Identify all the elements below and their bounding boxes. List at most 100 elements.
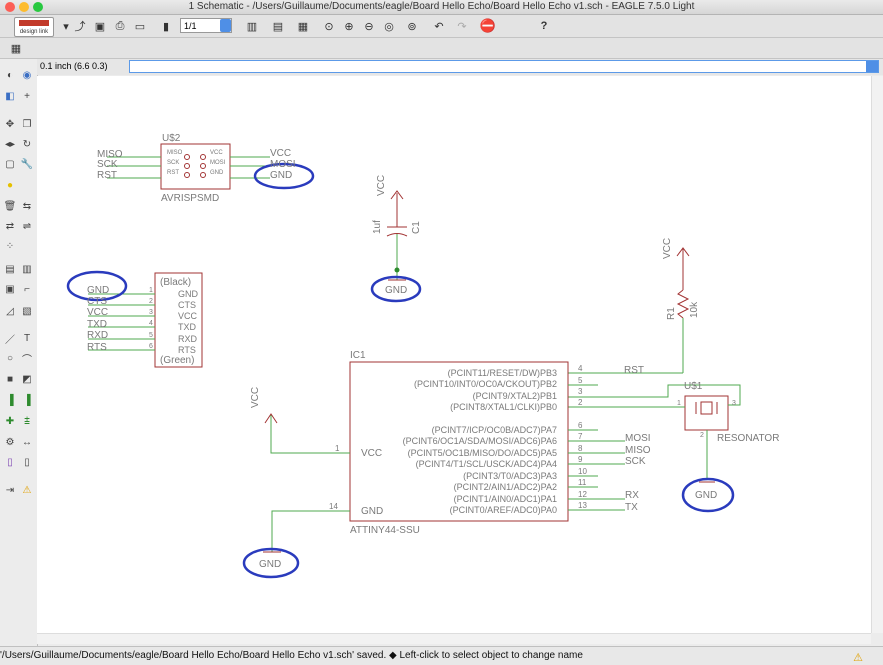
isp-part-name[interactable]: U$2 [162, 133, 181, 144]
ic-name[interactable]: IC1 [350, 350, 366, 361]
polygon-icon[interactable]: ◩ [22, 373, 32, 385]
open-icon[interactable]: ⤴ [74, 21, 86, 33]
script-icon[interactable]: ▦ [297, 20, 309, 33]
undo-icon[interactable]: ↶ [434, 20, 444, 33]
net-label-gnd[interactable]: GND [270, 170, 292, 181]
net-label-gnd[interactable]: GND [87, 285, 109, 296]
mark-icon[interactable]: + [24, 90, 30, 102]
net-label-miso[interactable]: MISO [97, 149, 123, 160]
resonator-value[interactable]: RESONATOR [717, 433, 779, 444]
resonator-body[interactable] [684, 395, 729, 431]
split-icon[interactable]: ◿ [6, 305, 14, 317]
circle-icon[interactable]: ○ [6, 352, 14, 364]
ic-value[interactable]: ATTINY44-SSU [350, 525, 420, 536]
net-label-txd[interactable]: TXD [87, 319, 107, 330]
miter-icon[interactable]: ⌐ [24, 283, 30, 295]
net-wire[interactable] [271, 510, 350, 552]
design-link-logo[interactable]: design link [14, 17, 54, 37]
warning-icon[interactable]: ⚠ [22, 484, 32, 496]
grid-icon[interactable]: ▦ [10, 42, 22, 55]
net-label-sck[interactable]: SCK [97, 159, 118, 170]
board-icon[interactable]: ▤ [272, 20, 284, 33]
gnd-net-label[interactable]: GND [259, 559, 281, 570]
horizontal-scrollbar[interactable] [37, 633, 871, 644]
gnd-net-label[interactable]: GND [695, 490, 717, 501]
stop-icon[interactable]: ⛔ [479, 18, 497, 33]
page-select[interactable]: 1/1 [180, 18, 232, 33]
replace-icon[interactable]: ⇌ [22, 220, 32, 232]
cap-value[interactable]: 1uf [372, 220, 383, 234]
dimension-icon[interactable]: ↔ [22, 436, 32, 448]
text-icon[interactable]: T [23, 332, 31, 344]
net-label-rst[interactable]: RST [624, 365, 644, 376]
bus-icon[interactable]: ▐ [6, 394, 14, 406]
layer-icon[interactable]: ▥ [246, 20, 258, 33]
rect-icon[interactable]: ■ [6, 373, 14, 385]
net-label-rx[interactable]: RX [625, 490, 639, 501]
minimize-window-button[interactable] [19, 2, 29, 12]
change-icon[interactable]: 🔧 [20, 158, 34, 170]
net-label-mosi[interactable]: MOSI [625, 433, 651, 444]
gnd-net-label[interactable]: GND [385, 285, 407, 296]
schematic-canvas[interactable]: U$2 AVRISPSMD MISO SCK RST VCC MOSI GND … [37, 76, 871, 633]
resistor-zigzag[interactable] [676, 289, 690, 319]
resistor-name[interactable]: R1 [666, 307, 677, 320]
warning-icon[interactable]: ⚠ [853, 652, 863, 664]
wire-icon[interactable]: ／ [5, 334, 15, 346]
save-icon[interactable]: ▣ [94, 20, 106, 33]
net-label-mosi[interactable]: MOSI [270, 159, 296, 170]
net-label-miso[interactable]: MISO [625, 445, 651, 456]
command-history-chevron-icon[interactable] [866, 61, 878, 72]
chevron-down-icon[interactable]: ▾ [63, 20, 69, 33]
print-icon[interactable]: ⎙ [115, 19, 125, 32]
close-window-button[interactable] [5, 2, 15, 12]
ftdi-bottom-label[interactable]: (Green) [160, 355, 194, 366]
copy-icon[interactable]: ❐ [22, 118, 32, 130]
net-label-tx[interactable]: TX [625, 502, 638, 513]
net-label-rxd[interactable]: RXD [87, 330, 108, 341]
zoom-window-button[interactable] [33, 2, 43, 12]
net-icon[interactable]: ▐ [23, 394, 31, 406]
gateswap-icon[interactable]: ⁘ [5, 240, 15, 252]
invoke-icon[interactable]: ▧ [22, 305, 32, 317]
redo-icon[interactable]: ↷ [457, 20, 467, 33]
vcc-net-label[interactable]: VCC [662, 238, 673, 259]
info-icon[interactable]: ◐ [6, 69, 14, 81]
rotate-icon[interactable]: ↻ [22, 138, 32, 150]
zoom-redraw-icon[interactable]: ◎ [384, 20, 394, 33]
show-icon[interactable]: ◉ [22, 69, 32, 81]
ftdi-header-body[interactable] [154, 272, 203, 368]
junction-icon[interactable]: ✚ [5, 415, 15, 427]
erc-icon[interactable]: ⇥ [5, 484, 15, 496]
zoom-fit-icon[interactable]: ⊙ [324, 20, 334, 33]
isp-part-value[interactable]: AVRISPSMD [161, 193, 219, 204]
paste-icon[interactable]: ● [6, 179, 14, 191]
ratsnest-icon[interactable]: ▯ [24, 456, 30, 468]
zoom-out-icon[interactable]: ⊖ [364, 20, 374, 33]
net-label-vcc[interactable]: VCC [270, 148, 291, 159]
net-label-rts[interactable]: RTS [87, 342, 107, 353]
net-label-sck[interactable]: SCK [625, 456, 646, 467]
zoom-in-icon[interactable]: ⊕ [344, 20, 354, 33]
label-icon[interactable]: ⩲ [24, 415, 30, 427]
vertical-scrollbar[interactable] [871, 76, 883, 633]
display-icon[interactable]: ◧ [5, 90, 15, 102]
net-label-rst[interactable]: RST [97, 170, 117, 181]
group-icon[interactable]: ▢ [5, 158, 15, 170]
vcc-net-label[interactable]: VCC [376, 175, 387, 196]
add-icon[interactable]: ⇆ [22, 200, 32, 212]
name-icon[interactable]: ▤ [5, 263, 15, 275]
zoom-select-icon[interactable]: ⊚ [407, 20, 417, 33]
ftdi-top-label[interactable]: (Black) [160, 277, 191, 288]
command-input[interactable] [129, 60, 879, 73]
move-icon[interactable]: ✥ [5, 118, 15, 130]
resonator-name[interactable]: U$1 [684, 381, 703, 392]
frame-icon[interactable]: ▯ [7, 456, 13, 468]
mirror-icon[interactable]: ◂▸ [4, 138, 16, 150]
attribute-icon[interactable]: ⚙ [5, 436, 15, 448]
net-wire[interactable] [568, 384, 741, 406]
sheet-icon[interactable]: ▮ [162, 20, 170, 33]
net-wire[interactable] [270, 415, 350, 454]
net-label-cts[interactable]: CTS [87, 296, 107, 307]
cam-icon[interactable]: ▭ [134, 20, 146, 33]
